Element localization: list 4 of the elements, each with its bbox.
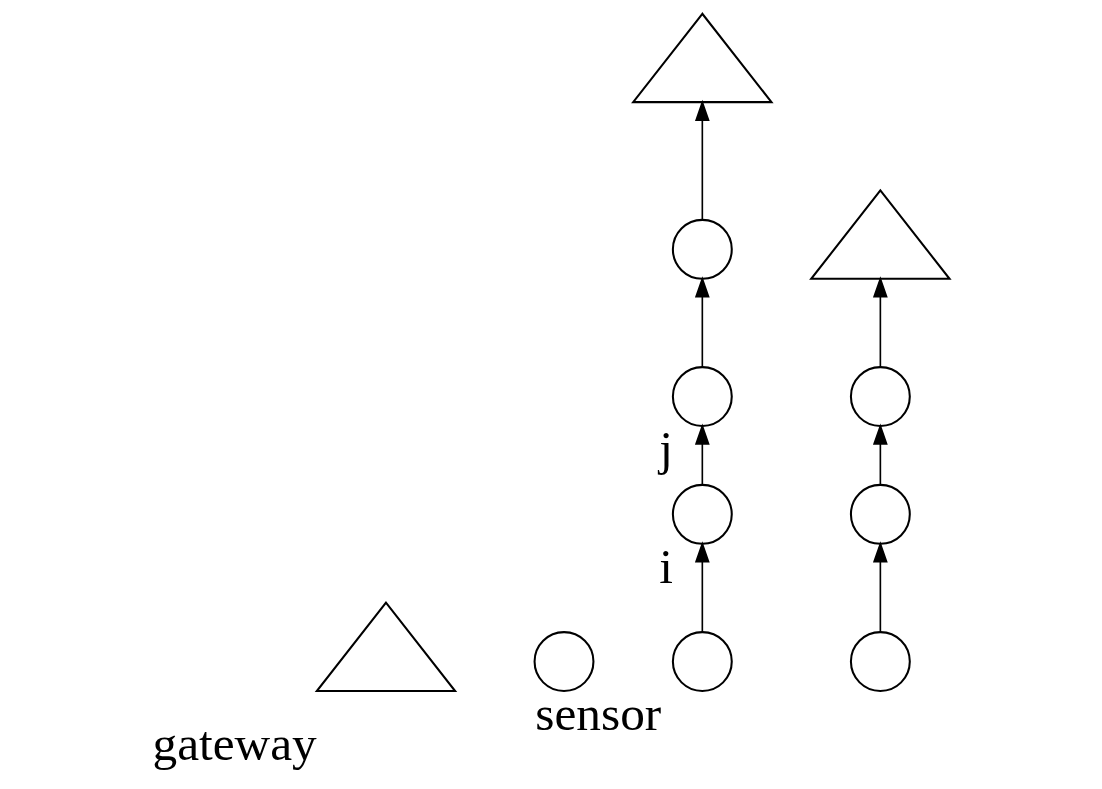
node-label: j: [659, 421, 673, 477]
node-label: gateway: [152, 715, 317, 771]
node-label: sensor: [535, 686, 662, 742]
node-label: i: [659, 539, 673, 595]
